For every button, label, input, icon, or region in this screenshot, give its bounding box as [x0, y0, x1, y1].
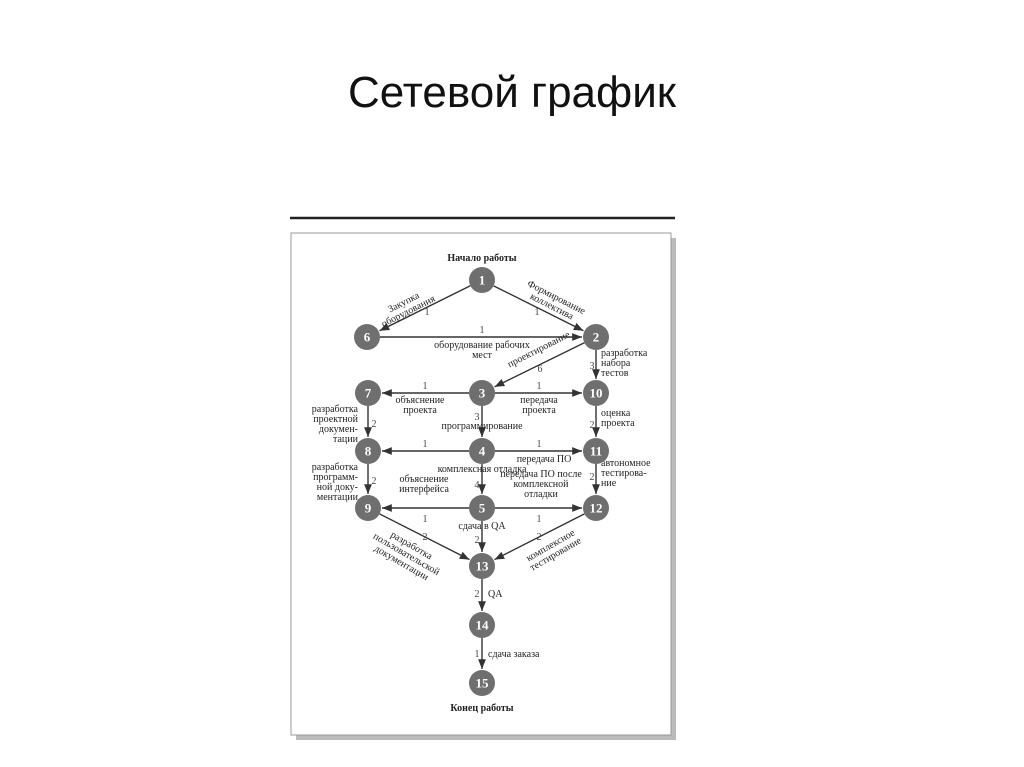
node-7: 7 [355, 380, 381, 406]
edge-duration: 2 [423, 532, 428, 543]
edge-duration: 1 [475, 649, 480, 660]
edge-label: программирование [441, 421, 523, 432]
start-label: Начало работы [447, 253, 516, 264]
edge-duration: 1 [537, 381, 542, 392]
node-8: 8 [355, 438, 381, 464]
node-number: 14 [476, 618, 490, 633]
node-circle [469, 553, 495, 579]
node-circle [583, 495, 609, 521]
node-number: 4 [479, 444, 486, 459]
edge-duration: 3 [475, 412, 480, 423]
edge-label: сдача заказа [488, 649, 540, 660]
node-circle [354, 324, 380, 350]
edge-duration: 6 [538, 364, 543, 375]
node-12: 12 [583, 495, 609, 521]
edge-duration: 2 [590, 420, 595, 431]
node-circle [355, 495, 381, 521]
node-11: 11 [583, 438, 609, 464]
edge-duration: 2 [537, 532, 542, 543]
edge-duration: 1 [425, 307, 430, 318]
node-circle [469, 670, 495, 696]
node-number: 12 [590, 501, 603, 516]
node-9: 9 [355, 495, 381, 521]
node-number: 6 [364, 330, 371, 345]
node-10: 10 [583, 380, 609, 406]
node-13: 13 [469, 553, 495, 579]
node-circle [583, 324, 609, 350]
node-circle [469, 495, 495, 521]
node-number: 13 [476, 559, 490, 574]
edge-duration: 1 [423, 381, 428, 392]
node-circle [469, 267, 495, 293]
node-number: 1 [479, 273, 486, 288]
node-circle [469, 612, 495, 638]
node-circle [355, 380, 381, 406]
edge-duration: 2 [372, 476, 377, 487]
edge-duration: 1 [480, 325, 485, 336]
node-number: 9 [365, 501, 372, 516]
edge-2-3 [494, 342, 585, 388]
node-6: 6 [354, 324, 380, 350]
node-number: 10 [590, 386, 603, 401]
node-number: 8 [365, 444, 372, 459]
edge-duration: 2 [590, 472, 595, 483]
edge-duration: 1 [537, 514, 542, 525]
node-number: 5 [479, 501, 486, 516]
node-5: 5 [469, 495, 495, 521]
node-14: 14 [469, 612, 495, 638]
node-2: 2 [583, 324, 609, 350]
edge-12-13 [494, 513, 585, 561]
node-number: 2 [593, 330, 600, 345]
edge-duration: 1 [535, 307, 540, 318]
edge-duration: 1 [423, 439, 428, 450]
node-number: 15 [476, 676, 490, 691]
node-3: 3 [469, 380, 495, 406]
edge-duration: 2 [372, 419, 377, 430]
node-number: 3 [479, 386, 486, 401]
node-circle [355, 438, 381, 464]
node-circle [469, 438, 495, 464]
edge-label: QA [488, 589, 503, 600]
edge-label: сдача в QA [458, 521, 506, 532]
edge-9-13 [379, 513, 470, 561]
node-1: 1 [469, 267, 495, 293]
node-number: 7 [365, 386, 372, 401]
edge-label: передача ПО [517, 454, 572, 465]
slide-title: Сетевой график [347, 68, 677, 117]
node-number: 11 [590, 444, 602, 459]
edge-duration: 4 [475, 480, 480, 491]
edge-duration: 1 [423, 514, 428, 525]
node-circle [469, 380, 495, 406]
edge-label: комплексная отладка [438, 464, 527, 475]
edge-duration: 1 [537, 439, 542, 450]
node-circle [583, 380, 609, 406]
edge-duration: 2 [475, 535, 480, 546]
edge-1-6 [379, 285, 471, 332]
end-label: Конец работы [450, 703, 513, 714]
edge-duration: 2 [475, 589, 480, 600]
page-frame [290, 232, 672, 736]
node-circle [583, 438, 609, 464]
node-15: 15 [469, 670, 495, 696]
node-4: 4 [469, 438, 495, 464]
edge-1-2 [493, 285, 584, 332]
edge-duration: 3 [590, 361, 595, 372]
